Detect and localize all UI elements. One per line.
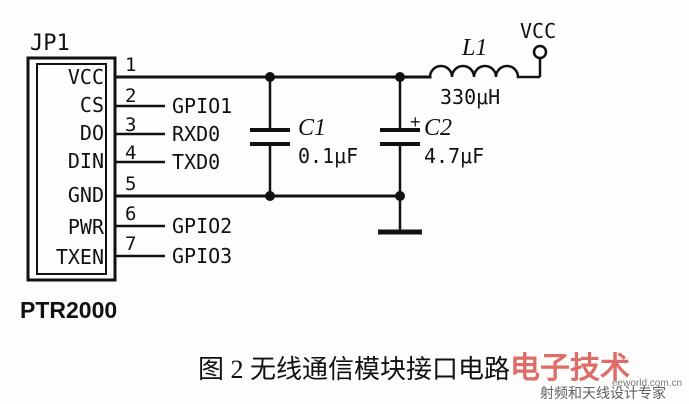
pin-label-do: DO (80, 121, 104, 145)
net-label-gpio3: GPIO3 (172, 244, 232, 268)
svg-text:eeworld.com.cn: eeworld.com.cn (612, 378, 682, 389)
c1-ref: C1 (298, 115, 326, 141)
pin-number-6: 6 (125, 203, 136, 225)
part-name: PTR2000 (20, 297, 117, 323)
svg-text:电子技术: 电子技术 (510, 352, 630, 385)
c2-polarity: + (410, 112, 421, 132)
pin-number-4: 4 (125, 142, 136, 164)
connector-ref: JP1 (30, 31, 70, 56)
figure-caption: 图 2 无线通信模块接口电路 (198, 355, 510, 384)
connector-inner-frame (36, 63, 107, 275)
pin-label-vcc: VCC (68, 65, 104, 89)
l1-ref: L1 (461, 35, 487, 61)
net-label-txd0: TXD0 (172, 150, 220, 174)
pin-label-gnd: GND (68, 183, 104, 207)
capacitor-c1 (250, 72, 290, 201)
pin-label-din: DIN (68, 149, 104, 173)
vcc-terminal-circle (532, 44, 548, 60)
capacitor-c2 (380, 72, 420, 232)
pin-number-5: 5 (125, 173, 136, 195)
pin-number-1: 1 (125, 54, 136, 76)
pin-number-3: 3 (125, 114, 136, 136)
c2-value: 4.7μF (424, 144, 484, 168)
svg-text:射频和天线设计专家: 射频和天线设计专家 (540, 385, 666, 401)
pin-label-cs: CS (80, 93, 104, 117)
l1-value: 330μH (440, 85, 500, 109)
c2-ref: C2 (424, 115, 452, 141)
vcc-label: VCC (520, 19, 556, 43)
net-label-rxd0: RXD0 (172, 122, 220, 146)
connector-outer-frame (26, 56, 117, 282)
pin-number-2: 2 (125, 85, 136, 107)
net-label-gpio2: GPIO2 (172, 214, 232, 238)
pin-label-pwr: PWR (68, 215, 105, 239)
inductor-l1 (428, 64, 540, 79)
pin-label-txen: TXEN (56, 245, 104, 269)
net-label-gpio1: GPIO1 (172, 94, 232, 118)
pin-number-7: 7 (125, 233, 136, 255)
c1-value: 0.1μF (298, 144, 358, 168)
watermark-logo: 电子技术 射频和天线设计专家 eeworld.com.cn (510, 352, 682, 401)
